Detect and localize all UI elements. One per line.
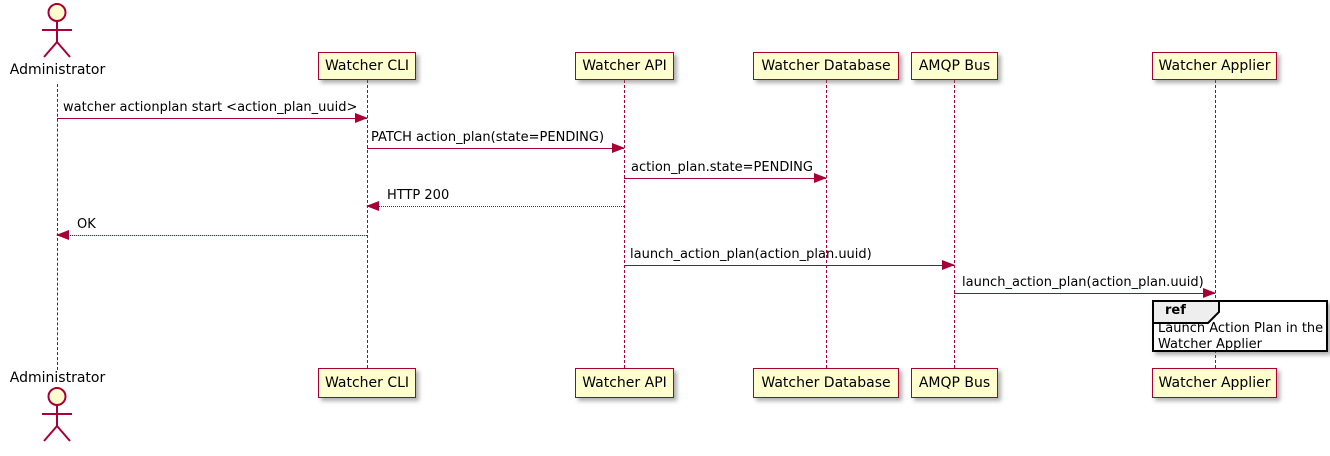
participant-watcher-cli-top: Watcher CLI bbox=[318, 52, 416, 80]
administrator-actor-icon bbox=[42, 387, 72, 442]
lifeline-administrator bbox=[57, 84, 58, 370]
arrowhead-right-icon bbox=[814, 173, 827, 183]
participant-amqp-bus-bottom: AMQP Bus bbox=[911, 368, 998, 398]
message-actionplan-start: watcher actionplan start <action_plan_uu… bbox=[57, 99, 368, 123]
message-label: launch_action_plan(action_plan.uuid) bbox=[962, 275, 1204, 290]
lifeline-watcher-api bbox=[624, 80, 625, 368]
message-label: OK bbox=[77, 217, 96, 232]
message-launch-action-plan-applier: launch_action_plan(action_plan.uuid) bbox=[954, 274, 1216, 298]
message-label: HTTP 200 bbox=[387, 188, 450, 203]
participant-amqp-bus-top: AMQP Bus bbox=[911, 52, 998, 80]
participant-watcher-database-top: Watcher Database bbox=[753, 52, 899, 80]
participant-watcher-applier-top: Watcher Applier bbox=[1152, 52, 1277, 80]
message-launch-action-plan-amqp: launch_action_plan(action_plan.uuid) bbox=[624, 246, 955, 270]
participant-watcher-database-bottom: Watcher Database bbox=[753, 368, 899, 398]
lifeline-watcher-database bbox=[826, 80, 827, 368]
ref-text-line: Launch Action Plan in the bbox=[1158, 321, 1324, 336]
arrowhead-left-icon bbox=[366, 201, 379, 211]
message-action-plan-state-pending: action_plan.state=PENDING bbox=[624, 159, 827, 183]
message-label: PATCH action_plan(state=PENDING) bbox=[371, 130, 605, 145]
arrowhead-right-icon bbox=[942, 260, 955, 270]
arrowhead-left-icon bbox=[56, 230, 69, 240]
message-ok: OK bbox=[56, 216, 367, 240]
participant-watcher-applier-bottom: Watcher Applier bbox=[1152, 368, 1277, 398]
message-http-200: HTTP 200 bbox=[366, 187, 624, 211]
administrator-label-bottom: Administrator bbox=[9, 370, 106, 386]
lifeline-amqp-bus bbox=[954, 80, 955, 368]
arrowhead-right-icon bbox=[1203, 288, 1216, 298]
participant-watcher-api-top: Watcher API bbox=[575, 52, 674, 80]
arrowhead-right-icon bbox=[355, 113, 368, 123]
message-label: watcher actionplan start <action_plan_uu… bbox=[63, 100, 358, 115]
administrator-label-top: Administrator bbox=[9, 62, 106, 78]
message-label: action_plan.state=PENDING bbox=[631, 160, 813, 175]
participant-watcher-api-bottom: Watcher API bbox=[575, 368, 674, 398]
ref-tab-shape-icon bbox=[1152, 300, 1220, 324]
ref-fragment-tab: ref bbox=[1152, 300, 1220, 324]
arrowhead-right-icon bbox=[612, 143, 625, 153]
administrator-actor-icon bbox=[42, 3, 72, 58]
ref-text-line: Watcher Applier bbox=[1158, 337, 1262, 352]
ref-text: Launch Action Plan in the Watcher Applie… bbox=[1158, 321, 1323, 353]
message-patch-action-plan: PATCH action_plan(state=PENDING) bbox=[367, 129, 625, 153]
participant-watcher-cli-bottom: Watcher CLI bbox=[318, 368, 416, 398]
lifeline-watcher-applier bbox=[1215, 80, 1216, 368]
lifeline-watcher-cli bbox=[367, 80, 368, 368]
message-label: launch_action_plan(action_plan.uuid) bbox=[630, 247, 872, 262]
ref-fragment: ref Launch Action Plan in the Watcher Ap… bbox=[1152, 300, 1328, 352]
ref-keyword: ref bbox=[1165, 303, 1186, 318]
